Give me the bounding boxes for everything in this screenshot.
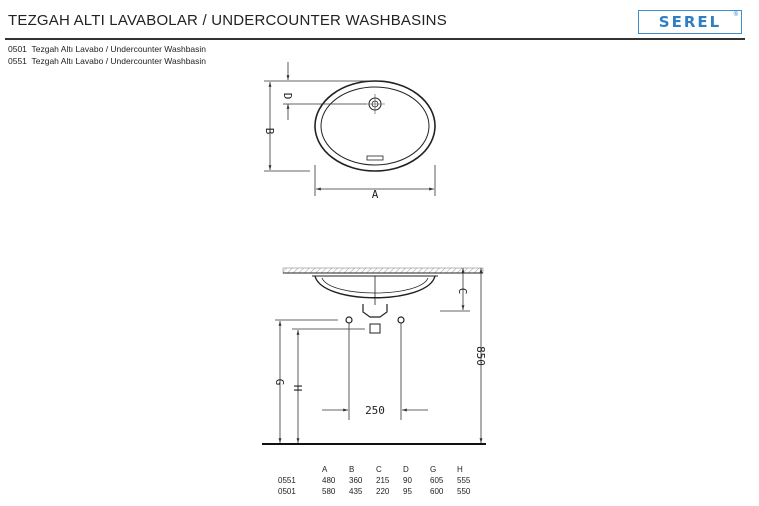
label-g: G [273, 379, 286, 386]
table-cell: 0501 [278, 487, 296, 496]
label-850: 850 [474, 346, 487, 366]
table-header: D [403, 465, 409, 474]
table-header: C [376, 465, 382, 474]
table-cell: 550 [457, 487, 471, 496]
brand-registered-mark: ® [733, 12, 738, 18]
brand-name: SEREL [658, 13, 722, 31]
table-cell: 0551 [278, 476, 296, 485]
model-line-0501: 0501 Tezgah Altı Lavabo / Undercounter W… [8, 44, 206, 54]
table-cell: 480 [322, 476, 336, 485]
dimensions-table: A B C D G H 0551 480 360 215 90 605 555 … [278, 464, 484, 497]
table-header: A [322, 465, 328, 474]
model-line-0551: 0551 Tezgah Altı Lavabo / Undercounter W… [8, 56, 206, 66]
supply-valve-left-icon [345, 316, 353, 324]
table-cell: 580 [322, 487, 336, 496]
table-header: H [457, 465, 463, 474]
model-code: 0551 [8, 56, 27, 66]
top-view [264, 62, 436, 196]
table-cell: 605 [430, 476, 444, 485]
drain-outlet [362, 304, 388, 318]
table-header [278, 464, 322, 475]
label-b: B [263, 128, 276, 135]
page-title: TEZGAH ALTI LAVABOLAR / UNDERCOUNTER WAS… [8, 12, 447, 29]
basin-outer-rim [314, 80, 436, 172]
table-row: 0501 580 435 220 95 600 550 [278, 486, 484, 497]
header-rule [5, 38, 745, 40]
label-h: H [291, 385, 304, 392]
model-description: Tezgah Altı Lavabo / Undercounter Washba… [31, 44, 207, 54]
brand-logo: SEREL ® [638, 10, 742, 34]
label-d: D [281, 93, 294, 100]
countertop-hatch [282, 267, 484, 274]
table-cell: 600 [430, 487, 444, 496]
table-cell: 95 [403, 487, 412, 496]
label-a: A [372, 188, 379, 201]
label-c: C [456, 288, 469, 295]
table-header-row: A B C D G H [278, 464, 484, 475]
model-code: 0501 [8, 44, 27, 54]
side-view [262, 267, 486, 445]
table-cell: 215 [376, 476, 390, 485]
table-cell: 90 [403, 476, 412, 485]
waste-pipe-icon [369, 323, 381, 334]
table-cell: 360 [349, 476, 363, 485]
table-header: G [430, 465, 437, 474]
label-250: 250 [365, 404, 385, 417]
overflow-slot [366, 155, 384, 161]
supply-valve-right-icon [397, 316, 405, 324]
table-header: B [349, 465, 355, 474]
model-description: Tezgah Altı Lavabo / Undercounter Washba… [31, 56, 207, 66]
table-cell: 435 [349, 487, 363, 496]
table-row: 0551 480 360 215 90 605 555 [278, 475, 484, 486]
table-cell: 220 [376, 487, 390, 496]
table-cell: 555 [457, 476, 471, 485]
basin-inner-bowl [320, 86, 430, 166]
